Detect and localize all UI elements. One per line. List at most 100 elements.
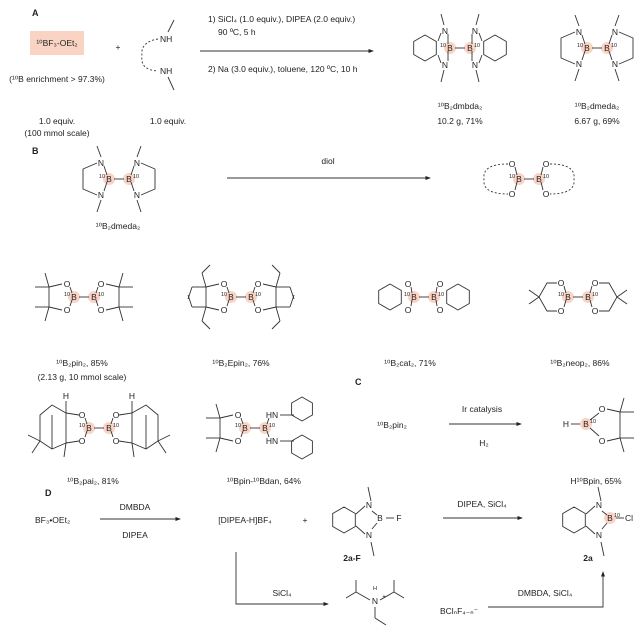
atom-label: B bbox=[447, 43, 453, 53]
bond bbox=[538, 282, 557, 312]
dipea-h-cation-structure: NH+ bbox=[345, 580, 405, 626]
cond-dmbda-sicl4: DMBDA, SiCl₄ bbox=[518, 588, 573, 598]
atom-label: 10 bbox=[611, 43, 617, 49]
equiv-1: 1.0 equiv. bbox=[39, 116, 75, 126]
boron-highlight bbox=[83, 422, 95, 434]
enrichment-note: (¹⁰B enrichment > 97.3%) bbox=[9, 74, 105, 84]
bond bbox=[289, 294, 295, 308]
atom-label: + bbox=[382, 594, 385, 600]
atom-label: O bbox=[558, 306, 565, 316]
bond bbox=[118, 306, 124, 322]
bond bbox=[332, 506, 356, 534]
bond bbox=[435, 286, 438, 294]
bond bbox=[69, 299, 73, 307]
bond bbox=[262, 306, 277, 311]
boron-highlight bbox=[580, 418, 592, 430]
bond bbox=[601, 510, 608, 516]
panel-a: A ¹⁰BF₃-OEt₂ (¹⁰B enrichment > 97.3%) + … bbox=[9, 8, 620, 138]
bond bbox=[574, 68, 580, 82]
bond bbox=[606, 437, 621, 442]
plus-sign: + bbox=[116, 42, 121, 52]
bond bbox=[589, 412, 600, 421]
product-neop2: ¹⁰B₂neop₂, 86% bbox=[550, 358, 610, 368]
atom-label: 10 bbox=[98, 292, 104, 298]
bond bbox=[597, 486, 602, 502]
bond bbox=[136, 145, 142, 158]
bond bbox=[118, 440, 133, 444]
bond bbox=[483, 34, 507, 62]
bond bbox=[581, 34, 586, 45]
atom-label: O bbox=[221, 279, 228, 289]
bond bbox=[219, 414, 234, 419]
atom-label: 10 bbox=[404, 292, 410, 298]
atom-label: N bbox=[134, 190, 140, 200]
condition-1b: 90 ºC, 5 h bbox=[218, 27, 256, 37]
bond bbox=[275, 272, 281, 288]
atom-label: B bbox=[106, 174, 112, 184]
product-dmeda-yield: 6.67 g, 69% bbox=[574, 116, 620, 126]
bond bbox=[262, 283, 277, 288]
bond bbox=[65, 412, 80, 416]
bond bbox=[27, 434, 41, 442]
bond bbox=[601, 522, 608, 530]
start-pin2: ¹⁰B₂pin₂ bbox=[377, 420, 407, 430]
atom-label: 10 bbox=[543, 174, 549, 180]
bond bbox=[105, 283, 120, 288]
bond bbox=[606, 408, 621, 413]
atom-label: 10 bbox=[269, 423, 275, 429]
bond bbox=[266, 417, 270, 425]
bond bbox=[616, 296, 628, 305]
panel-b: B ¹⁰B₂dmeda₂ diol ¹⁰B₂pin₂, 85% (2.13 g,… bbox=[32, 146, 610, 486]
bond bbox=[616, 289, 628, 298]
atom-label: N bbox=[442, 60, 448, 70]
bond bbox=[215, 403, 221, 419]
bond bbox=[226, 286, 230, 294]
boron-highlight bbox=[513, 173, 525, 185]
start-dmeda-name: ¹⁰B₂dmeda₂ bbox=[96, 221, 141, 231]
boron-highlight bbox=[225, 291, 237, 303]
atom-label: 10 bbox=[133, 174, 139, 180]
bond bbox=[608, 34, 613, 45]
bond bbox=[585, 505, 596, 515]
bond bbox=[581, 50, 586, 61]
panel-d-label: D bbox=[45, 488, 52, 498]
atom-label: B bbox=[467, 43, 473, 53]
bond bbox=[355, 591, 371, 601]
panel-d: D BF₃•OEt₂ DMBDA DIPEA [DIPEA-H]BF₄ + 2a… bbox=[35, 488, 605, 616]
bond bbox=[478, 32, 483, 42]
bond bbox=[440, 69, 445, 83]
atom-label: N bbox=[596, 530, 602, 540]
bond bbox=[44, 306, 50, 322]
boron-highlight bbox=[123, 173, 135, 185]
atom-label: N bbox=[472, 26, 478, 36]
atom-label: N bbox=[612, 59, 618, 69]
atom-label: B bbox=[607, 513, 613, 523]
product-cat2: ¹⁰B₂cat₂, 71% bbox=[384, 358, 436, 368]
atom-label: B bbox=[248, 292, 254, 302]
atom-label: H bbox=[373, 586, 377, 592]
bond bbox=[130, 181, 135, 192]
atom-label: N bbox=[366, 500, 372, 510]
bond bbox=[271, 320, 281, 330]
atom-label: O bbox=[599, 404, 606, 414]
atom-label: N bbox=[472, 60, 478, 70]
bond bbox=[614, 14, 620, 27]
cond-h2: H₂ bbox=[479, 438, 488, 448]
bond bbox=[608, 50, 613, 61]
nh-bottom: NH bbox=[160, 66, 172, 76]
bond bbox=[355, 505, 366, 515]
atom-label: B bbox=[71, 292, 77, 302]
bond bbox=[48, 306, 63, 311]
start-bf3: BF₃•OEt₂ bbox=[35, 515, 70, 525]
bond bbox=[560, 31, 576, 65]
atom-label: 10 bbox=[235, 423, 241, 429]
bond bbox=[589, 285, 593, 294]
bond bbox=[205, 306, 220, 311]
anion-bclnf4n: BClₙF₄₋ₙ⁻ bbox=[440, 606, 479, 616]
atom-label: O bbox=[592, 306, 599, 316]
bond bbox=[157, 440, 167, 454]
bond bbox=[201, 320, 211, 330]
boron-highlight bbox=[68, 291, 80, 303]
bond bbox=[393, 591, 405, 599]
